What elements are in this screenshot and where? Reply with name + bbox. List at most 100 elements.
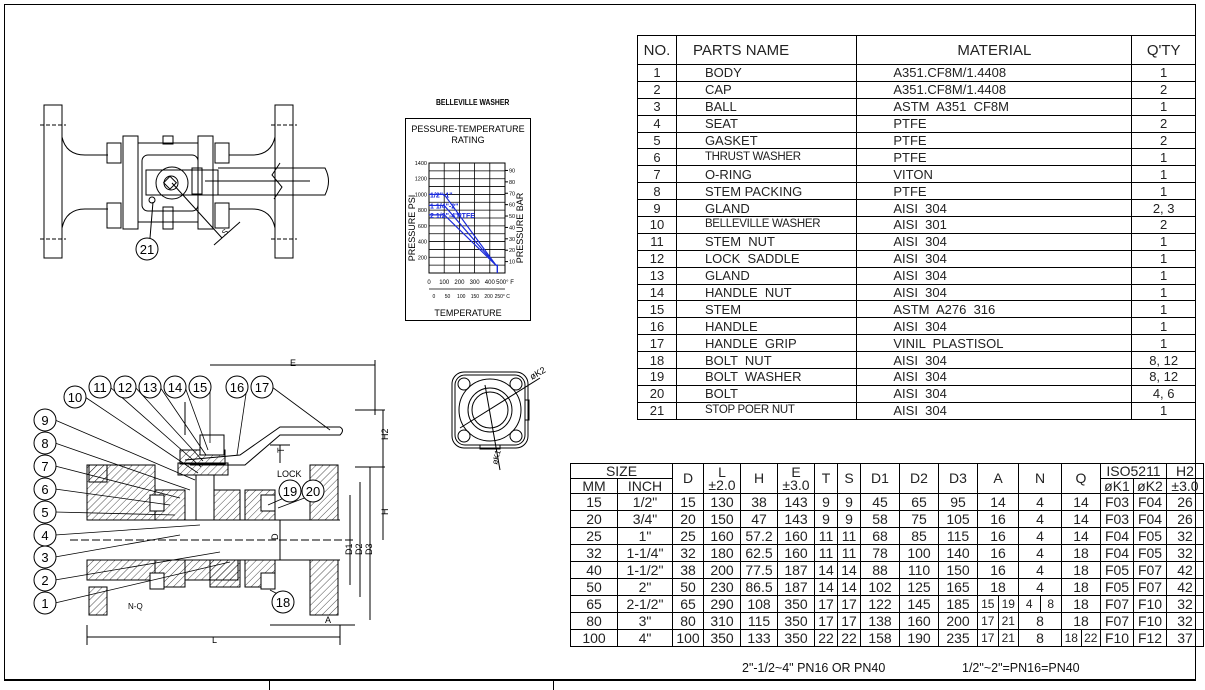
dim-n: 4 bbox=[1018, 544, 1062, 562]
dim-t: 14 bbox=[814, 578, 838, 596]
dim-a: 16 bbox=[977, 561, 1019, 579]
svg-text:8: 8 bbox=[41, 436, 48, 451]
part-name: BOLT NUT bbox=[675, 351, 858, 370]
dim-d2: 110 bbox=[899, 561, 939, 579]
svg-text:18: 18 bbox=[276, 595, 290, 610]
series-annotation: 1/2"-1" bbox=[430, 192, 453, 199]
dim-label-a: A bbox=[325, 615, 331, 625]
part-no: 2 bbox=[637, 80, 677, 99]
x2-tick-label: 0 bbox=[432, 294, 435, 300]
part-no: 13 bbox=[637, 266, 677, 285]
dim-d3: 95 bbox=[938, 493, 978, 511]
dim-mm: 50 bbox=[570, 578, 618, 596]
dim-d: 25 bbox=[672, 527, 704, 545]
dim-d1: 88 bbox=[860, 561, 900, 579]
part-no: 20 bbox=[637, 384, 677, 403]
series-line-3 bbox=[429, 214, 499, 273]
parts-table-header: NO. PARTS NAME MATERIAL Q'TY bbox=[637, 35, 1196, 65]
part-material: AISI 304 bbox=[856, 199, 1133, 218]
part-qty: 2 bbox=[1131, 114, 1196, 133]
svg-text:7: 7 bbox=[41, 459, 48, 474]
dim-mm: 40 bbox=[570, 561, 618, 579]
part-material: VINIL PLASTISOL bbox=[856, 334, 1133, 353]
dim-k1: F05 bbox=[1100, 561, 1134, 579]
dim-a: 18 bbox=[977, 578, 1019, 596]
dim-h: 47 bbox=[740, 510, 778, 528]
dim-l: 350 bbox=[703, 629, 741, 647]
part-name: THRUST WASHER bbox=[675, 148, 858, 167]
header-q: Q bbox=[1061, 463, 1101, 494]
part-name: LOCK SADDLE bbox=[675, 249, 858, 268]
part-material: A351.CF8M/1.4408 bbox=[856, 80, 1133, 99]
x2-tick-label: 50 bbox=[445, 294, 451, 300]
svg-text:21: 21 bbox=[140, 242, 154, 257]
part-name: SEAT bbox=[675, 114, 858, 133]
dim-d: 65 bbox=[672, 595, 704, 613]
dim-k2: F04 bbox=[1133, 510, 1167, 528]
dim-h2: 32 bbox=[1166, 544, 1204, 562]
title-block-line bbox=[4, 680, 1196, 681]
dim-k1: F03 bbox=[1100, 510, 1134, 528]
balloon-4: 4 bbox=[33, 523, 201, 547]
dim-inch: 3" bbox=[617, 612, 673, 630]
dim-h2: 42 bbox=[1166, 578, 1204, 596]
dim-k2: F04 bbox=[1133, 493, 1167, 511]
series-annotation: 2 1/2"-4" bbox=[430, 213, 458, 220]
dim-d3: 150 bbox=[938, 561, 978, 579]
dim-d3: 200 bbox=[938, 612, 978, 630]
dim-l: 150 bbox=[703, 510, 741, 528]
svg-text:19: 19 bbox=[283, 484, 297, 499]
part-qty: 1 bbox=[1131, 249, 1196, 268]
dim-label-e: E bbox=[290, 358, 296, 368]
header-a: A bbox=[977, 463, 1019, 494]
dim-s: 17 bbox=[837, 595, 861, 613]
header-no: NO. bbox=[637, 35, 677, 65]
svg-text:12: 12 bbox=[118, 380, 132, 395]
dim-label-d3: D3 bbox=[364, 543, 374, 555]
dim-s: 9 bbox=[837, 510, 861, 528]
dim-s: 11 bbox=[837, 527, 861, 545]
part-material: ASTM A351 CF8M bbox=[856, 97, 1133, 116]
part-material: AISI 304 bbox=[856, 368, 1133, 386]
stem-nut bbox=[199, 434, 225, 456]
dim-mm: 20 bbox=[570, 510, 618, 528]
dim-d2: 85 bbox=[899, 527, 939, 545]
dim-n: 8 bbox=[1039, 595, 1062, 613]
header-d1: D1 bbox=[860, 463, 900, 494]
dim-h: 108 bbox=[740, 595, 778, 613]
balloon-20: 20 bbox=[277, 479, 325, 509]
dim-a: 16 bbox=[977, 544, 1019, 562]
title-block-divider bbox=[269, 680, 270, 690]
dim-inch: 2-1/2" bbox=[617, 595, 673, 613]
dim-a: 16 bbox=[977, 527, 1019, 545]
y2-tick-label: 80 bbox=[509, 180, 515, 186]
dim-a: 21 bbox=[997, 629, 1019, 647]
header-s: S bbox=[837, 463, 861, 494]
dim-t: 11 bbox=[814, 527, 838, 545]
part-qty: 1 bbox=[1131, 97, 1196, 116]
dim-k1: F10 bbox=[1100, 629, 1134, 647]
dim-d: 100 bbox=[672, 629, 704, 647]
dim-label-k1: øK1 bbox=[490, 448, 503, 465]
dim-d2: 100 bbox=[899, 544, 939, 562]
dim-q: 22 bbox=[1080, 629, 1101, 647]
part-qty: 2 bbox=[1131, 216, 1196, 234]
dim-d1: 68 bbox=[860, 527, 900, 545]
part-qty: 1 bbox=[1131, 283, 1196, 302]
dim-l: 160 bbox=[703, 527, 741, 545]
part-name: STEM bbox=[675, 300, 858, 319]
dim-inch: 4" bbox=[617, 629, 673, 647]
dimension-table: SIZE D L±2.0 H E±3.0 T S D1 D2 D3 A N Q … bbox=[570, 463, 1204, 647]
dim-d: 15 bbox=[672, 493, 704, 511]
dim-mm: 32 bbox=[570, 544, 618, 562]
svg-text:2: 2 bbox=[41, 573, 48, 588]
left-flange bbox=[43, 104, 63, 259]
balloon-16: 16 bbox=[225, 375, 249, 456]
header-l: L±2.0 bbox=[703, 463, 741, 494]
